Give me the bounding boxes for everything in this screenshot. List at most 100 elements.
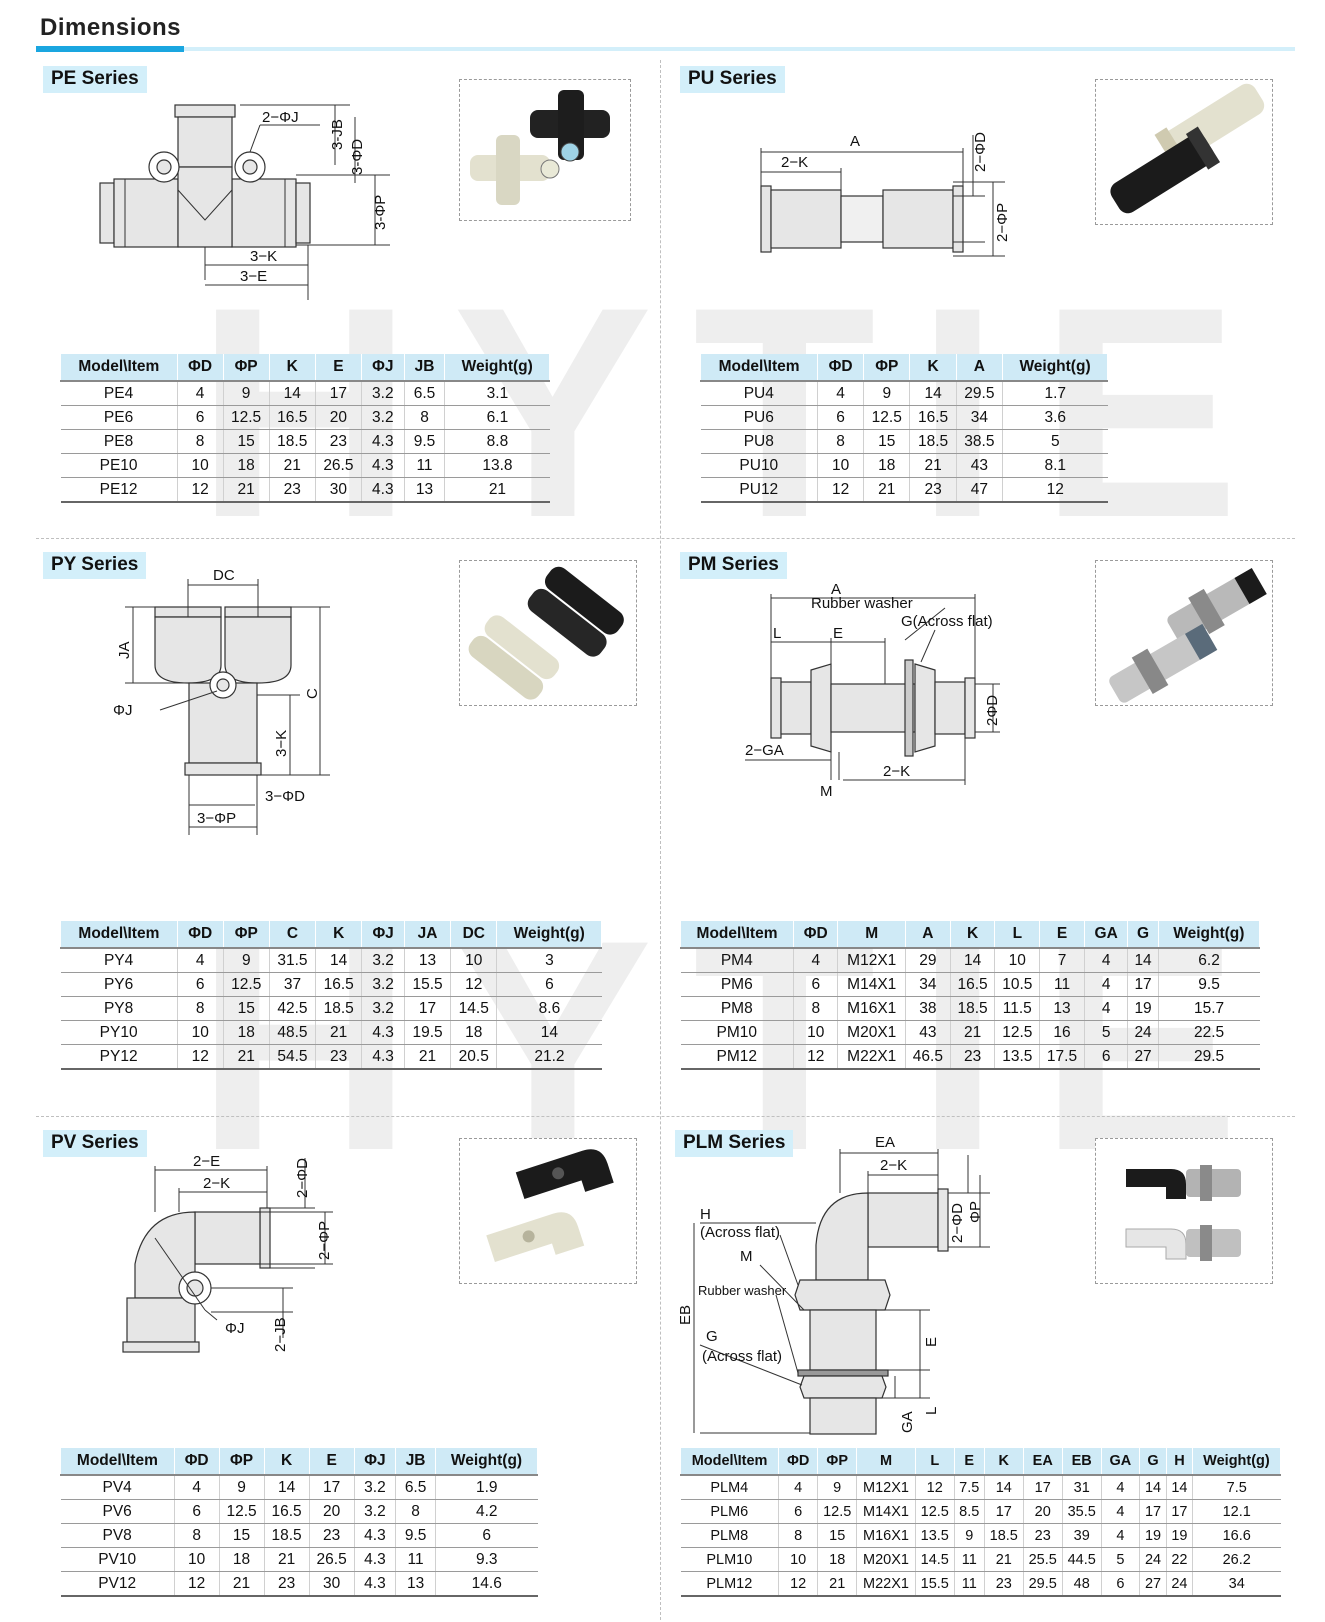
pv-dimension-drawing: 2−E 2−K 2−ΦD 2−ΦP ΦJ 2−JB [122, 1153, 333, 1353]
table-cell: 9 [817, 1475, 857, 1500]
table-cell: 21 [263, 1547, 310, 1572]
pu-dim-label: 2−K [781, 154, 808, 171]
table-header: ΦD [793, 921, 839, 949]
table-cell: 8.1 [1002, 453, 1108, 478]
table-cell: 23 [263, 1571, 310, 1597]
table-cell: 16.5 [909, 405, 957, 430]
table-cell: 16.5 [263, 1499, 310, 1524]
table-header: EA [1022, 1448, 1063, 1476]
table-cell: M16X1 [856, 1523, 916, 1548]
table-cell: 14.5 [914, 1547, 955, 1572]
plm-dim-label: EB [677, 1305, 694, 1325]
table-cell: 10 [793, 1020, 838, 1045]
table-cell: 4.3 [360, 429, 405, 454]
table-header: ΦP [817, 1448, 858, 1476]
table-cell: 38 [905, 996, 951, 1021]
table-header: Weight(g) [1157, 921, 1261, 949]
table-header: C [268, 921, 317, 949]
table-cell: 9.5 [1157, 972, 1260, 997]
pm-dim-label: 2−GA [745, 742, 784, 759]
table-cell: 18.5 [983, 1523, 1024, 1548]
table-cell: 5 [1002, 429, 1108, 454]
table-header: K [949, 921, 996, 949]
table-cell: 5 [1100, 1547, 1140, 1572]
table-cell: 21 [817, 1571, 857, 1597]
table-cell: 15 [222, 996, 270, 1021]
table-cell: 13.5 [994, 1044, 1040, 1070]
table-cell: 18 [863, 453, 910, 478]
table-header: ΦP [218, 1448, 265, 1476]
table-cell: 12 [176, 1044, 224, 1070]
table-cell: PM10 [680, 1020, 794, 1045]
table-cell: 21 [222, 1044, 270, 1070]
table-cell: 21 [268, 453, 316, 478]
table-cell: PV4 [60, 1475, 175, 1500]
table-header: L [994, 921, 1041, 949]
py-series-label: PY Series [43, 552, 147, 579]
table-cell: PV10 [60, 1547, 175, 1572]
table-cell: 18 [218, 1547, 265, 1572]
table-header: L [914, 1448, 955, 1476]
plm-dim-label: E [923, 1337, 940, 1347]
pu-dim-label: A [850, 133, 860, 150]
pe-dim-label: 3−K [250, 248, 277, 265]
pv-dim-label: ΦJ [225, 1320, 244, 1337]
table-cell: PU12 [700, 477, 818, 503]
table-cell: 10.5 [994, 972, 1040, 997]
table-cell: 8 [173, 1523, 220, 1548]
table-cell: 48.5 [268, 1020, 316, 1045]
pv-series-label: PV Series [43, 1130, 147, 1157]
table-cell: 18 [222, 453, 270, 478]
table-cell: 14.5 [450, 996, 497, 1021]
table-header: E [314, 354, 362, 382]
table-cell: 34 [955, 405, 1003, 430]
table-cell: 19.5 [403, 1020, 451, 1045]
table-cell: 4 [1083, 972, 1128, 997]
table-cell: 14 [909, 381, 957, 406]
pv-product-photo [459, 1138, 637, 1284]
table-cell: M12X1 [856, 1475, 916, 1500]
table-cell: PU6 [700, 405, 818, 430]
table-cell: PE6 [60, 405, 178, 430]
table-cell: 12 [778, 1571, 818, 1597]
table-header: ΦD [173, 1448, 220, 1476]
table-cell: 13.5 [914, 1523, 955, 1548]
table-cell: 9.5 [395, 1523, 436, 1548]
table-cell: PE8 [60, 429, 178, 454]
py-dim-label: ΦJ [113, 702, 132, 719]
table-cell: PU10 [700, 453, 818, 478]
table-cell: 26.5 [308, 1547, 355, 1572]
table-header: ΦJ [361, 921, 405, 949]
pv-dim-label: 2−ΦD [294, 1158, 311, 1198]
table-cell: 15 [863, 429, 910, 454]
table-cell: 18.5 [263, 1523, 310, 1548]
table-cell: 14 [496, 1020, 602, 1045]
table-cell: 35.5 [1061, 1499, 1102, 1524]
pv-dim-label: 2−ΦP [316, 1221, 333, 1260]
table-header: A [955, 354, 1004, 382]
table-cell: PLM4 [680, 1475, 779, 1500]
table-cell: 14.6 [434, 1571, 538, 1597]
plm-series-label: PLM Series [675, 1130, 794, 1157]
table-cell: 4 [1100, 1475, 1140, 1500]
plm-dim-label: EA [875, 1134, 895, 1151]
table-cell: 10 [173, 1547, 220, 1572]
table-cell: 43 [955, 453, 1003, 478]
table-cell: 44.5 [1061, 1547, 1102, 1572]
table-cell: 12 [914, 1475, 955, 1500]
table-cell: 21 [863, 477, 910, 503]
table-cell: 9 [953, 1523, 985, 1548]
table-cell: PU8 [700, 429, 818, 454]
table-cell: 14 [263, 1475, 310, 1500]
table-cell: 6.1 [444, 405, 550, 430]
pm-dim-label: E [833, 625, 843, 642]
table-cell: 12.5 [914, 1499, 955, 1524]
